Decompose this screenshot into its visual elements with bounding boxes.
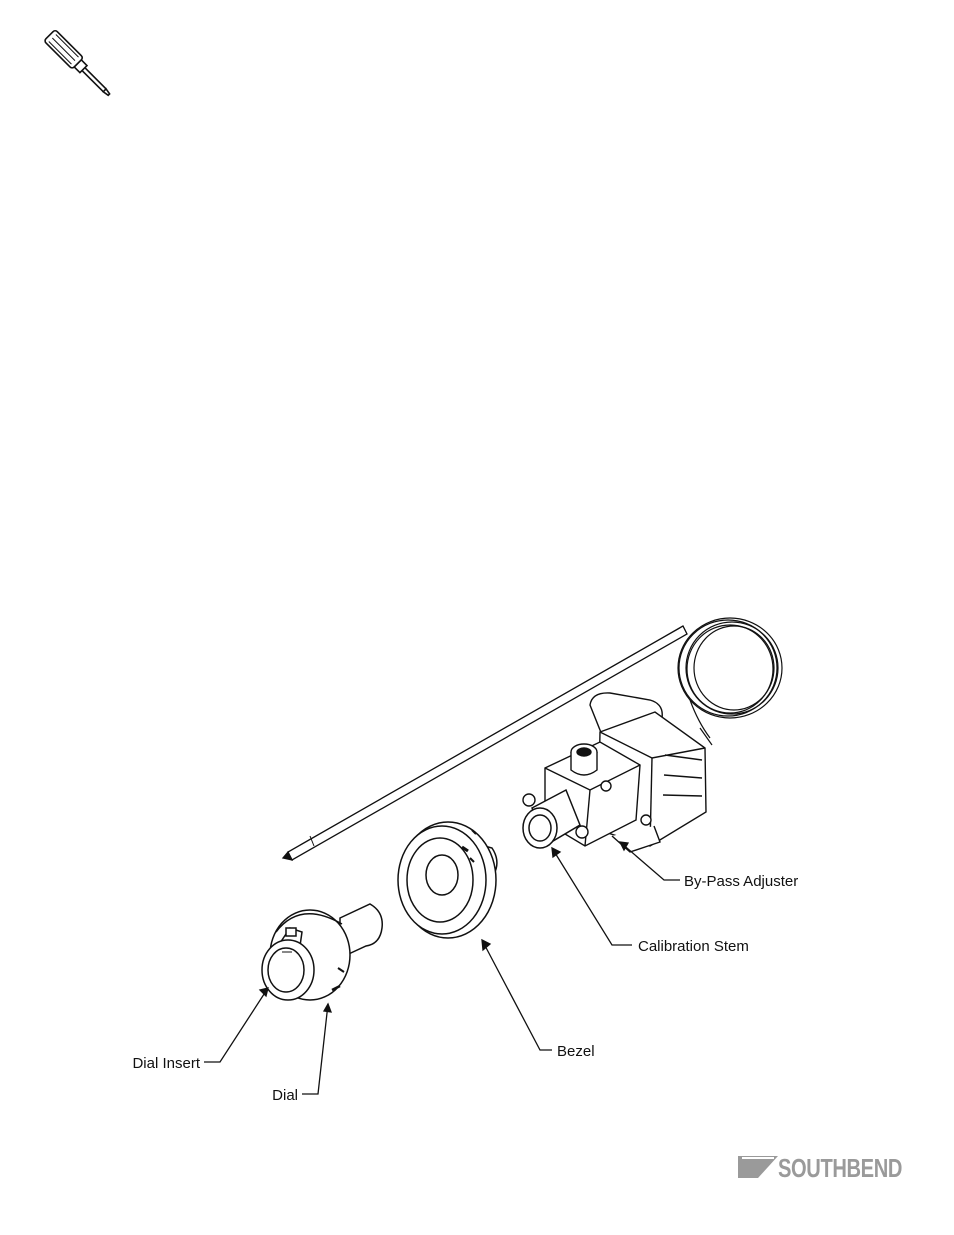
dial-insert-label: Dial Insert <box>132 1055 200 1072</box>
bypass-adjuster-label: By-Pass Adjuster <box>684 873 798 890</box>
southbend-logo: SOUTHBEND <box>738 1153 902 1183</box>
logo-text: SOUTHBEND <box>778 1153 902 1183</box>
dial-insert <box>262 940 314 1000</box>
dial-label: Dial <box>272 1087 298 1104</box>
calibration-stem-label: Calibration Stem <box>638 938 749 955</box>
bezel <box>398 822 497 938</box>
screwdriver-icon <box>44 30 115 101</box>
capillary-coil <box>678 618 782 745</box>
bezel-label: Bezel <box>557 1043 595 1060</box>
